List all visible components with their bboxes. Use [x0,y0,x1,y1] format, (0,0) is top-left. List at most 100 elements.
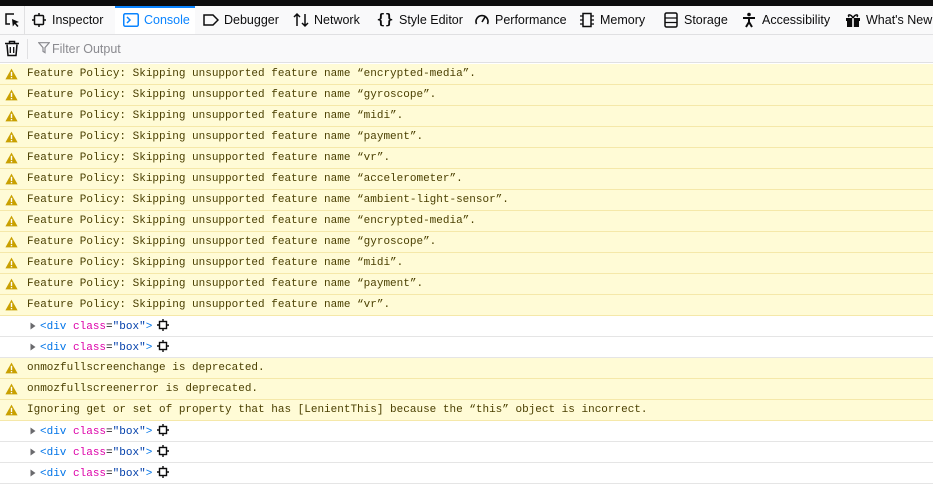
tab-inspector[interactable]: Inspector [31,6,115,34]
warning-icon [5,68,18,80]
attr-equals: = [106,467,113,480]
inspector-icon [31,12,47,28]
dom-node-message[interactable]: <div class="box"> [0,442,933,463]
tab-label: Performance [495,13,567,27]
tab-accessibility[interactable]: Accessibility [741,6,835,34]
expand-arrow-icon[interactable] [29,343,37,351]
tab-network[interactable]: Network [293,6,369,34]
tag-close-bracket: > [145,467,153,480]
console-filter-bar [0,35,933,63]
attribute-name: class [73,341,107,354]
node-preview[interactable]: <div class="box"> [40,339,170,354]
console-output: Feature Policy: Skipping unsupported fea… [0,64,933,484]
warning-message: onmozfullscreenerror is deprecated. [0,379,933,400]
tab-label: Accessibility [762,13,831,27]
tag-close-bracket: > [145,425,153,438]
select-node-icon[interactable] [157,339,170,352]
warning-message: Feature Policy: Skipping unsupported fea… [0,127,933,148]
dom-node-message[interactable]: <div class="box"> [0,463,933,484]
tab-console[interactable]: Console [115,6,195,34]
warning-icon [5,404,18,416]
select-node-icon[interactable] [157,444,170,457]
warning-message: Feature Policy: Skipping unsupported fea… [0,211,933,232]
node-preview[interactable]: <div class="box"> [40,444,170,459]
warning-icon [5,236,18,248]
tab-label: Style Editor [399,13,463,27]
warning-icon [5,89,18,101]
message-text: Feature Policy: Skipping unsupported fea… [27,299,391,311]
warning-icon [5,215,18,227]
filter-output-input[interactable] [52,39,452,59]
message-text: Feature Policy: Skipping unsupported fea… [27,68,476,80]
dom-node-message[interactable]: <div class="box"> [0,316,933,337]
accessibility-icon [741,12,757,28]
warning-message: Feature Policy: Skipping unsupported fea… [0,232,933,253]
tab-debugger[interactable]: Debugger [203,6,287,34]
warning-icon [5,299,18,311]
attr-quote: " [112,467,120,480]
message-text: Feature Policy: Skipping unsupported fea… [27,110,404,122]
expand-arrow-icon[interactable] [29,448,37,456]
tab-label: What's New [866,13,933,27]
warning-message: Feature Policy: Skipping unsupported fea… [0,253,933,274]
warning-icon [5,110,18,122]
attr-quote: " [112,446,120,459]
node-preview[interactable]: <div class="box"> [40,318,170,333]
warning-icon [5,362,18,374]
warning-message: Feature Policy: Skipping unsupported fea… [0,169,933,190]
tab-label: Debugger [224,13,279,27]
attribute-value: box [119,320,140,333]
attribute-value: box [119,446,140,459]
element-picker-icon [5,13,19,27]
attribute-name: class [73,467,107,480]
tab-label: Console [144,13,190,27]
message-text: Feature Policy: Skipping unsupported fea… [27,89,437,101]
devtools-toolbar: Inspector Console Debugger Network {} St… [0,6,933,35]
select-node-icon[interactable] [157,465,170,478]
warning-message: Feature Policy: Skipping unsupported fea… [0,295,933,316]
console-icon [123,12,139,28]
node-preview[interactable]: <div class="box"> [40,465,170,480]
attribute-name: class [73,320,107,333]
dom-node-message[interactable]: <div class="box"> [0,337,933,358]
message-text: Feature Policy: Skipping unsupported fea… [27,215,476,227]
trash-icon[interactable] [4,40,20,57]
node-preview[interactable]: <div class="box"> [40,423,170,438]
dom-node-message[interactable]: <div class="box"> [0,421,933,442]
tab-performance[interactable]: Performance [474,6,570,34]
attr-quote: " [139,446,146,459]
style-editor-icon: {} [376,12,394,28]
attr-quote: " [112,425,120,438]
warning-icon [5,257,18,269]
tag-name: div [46,320,67,333]
message-text: Feature Policy: Skipping unsupported fea… [27,152,391,164]
select-node-icon[interactable] [157,423,170,436]
whats-new-icon [845,12,861,28]
warning-message: Feature Policy: Skipping unsupported fea… [0,106,933,127]
tab-storage[interactable]: Storage [663,6,729,34]
warning-icon [5,194,18,206]
tag-open-bracket: < [40,425,47,438]
attr-equals: = [106,446,113,459]
message-text: Feature Policy: Skipping unsupported fea… [27,257,404,269]
expand-arrow-icon[interactable] [29,469,37,477]
tag-open-bracket: < [40,341,47,354]
message-text: Feature Policy: Skipping unsupported fea… [27,194,509,206]
attr-equals: = [106,425,113,438]
expand-arrow-icon[interactable] [29,427,37,435]
tab-whats-new[interactable]: What's New [845,6,933,34]
warning-icon [5,383,18,395]
tag-name: div [46,341,67,354]
select-node-icon[interactable] [157,318,170,331]
tag-open-bracket: < [40,320,47,333]
message-text: Feature Policy: Skipping unsupported fea… [27,278,424,290]
warning-icon [5,152,18,164]
element-picker-button[interactable] [0,6,25,34]
expand-arrow-icon[interactable] [29,322,37,330]
message-text: onmozfullscreenerror is deprecated. [27,383,259,395]
tab-memory[interactable]: Memory [579,6,651,34]
attr-equals: = [106,341,113,354]
tag-name: div [46,425,67,438]
warning-icon [5,131,18,143]
tab-style-editor[interactable]: {} Style Editor [376,6,466,34]
